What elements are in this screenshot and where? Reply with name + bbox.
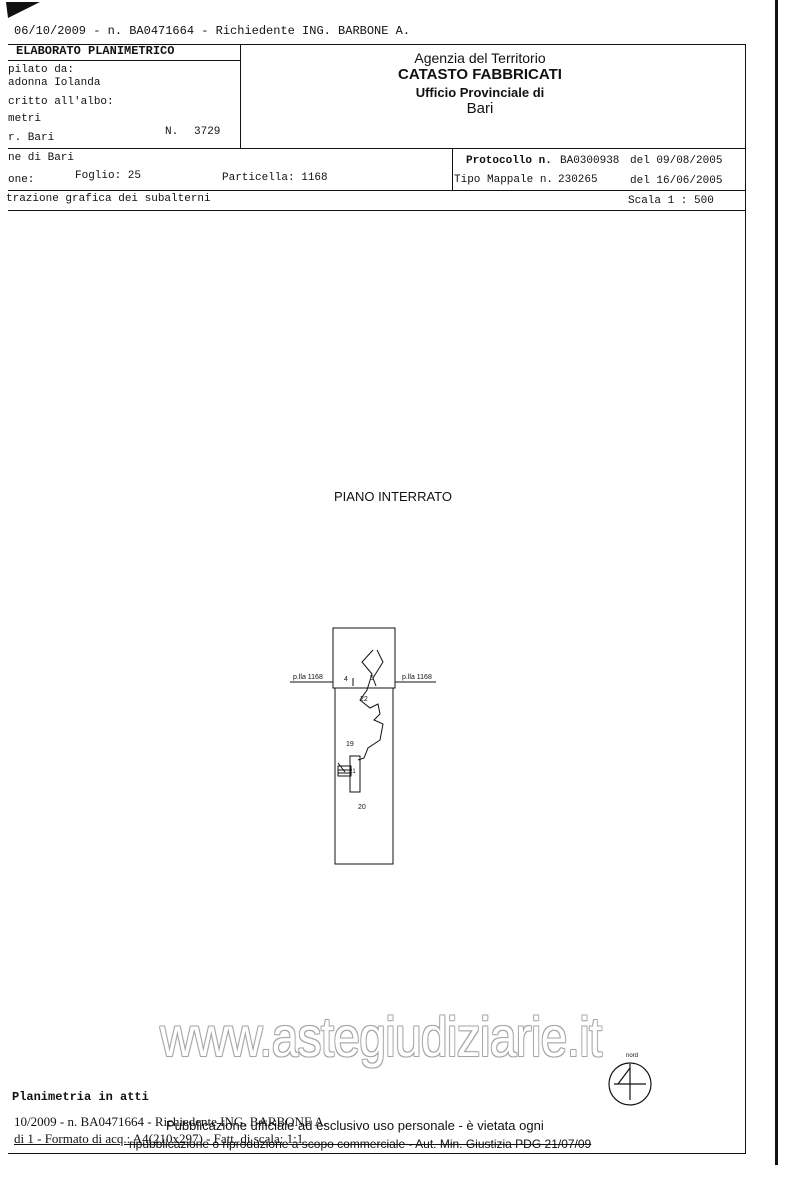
frame-row-3 bbox=[8, 210, 746, 211]
left-box-right-border bbox=[240, 44, 241, 148]
mappale-date: del 16/06/2005 bbox=[630, 175, 723, 187]
left-box-title-underline bbox=[8, 60, 240, 61]
protocollo-value: BA0300938 bbox=[560, 155, 620, 167]
scale-description: trazione grafica dei subalterni bbox=[6, 193, 211, 205]
plan-number-5: 5 bbox=[370, 675, 374, 682]
agency-line2: CATASTO FABBRICATI bbox=[398, 66, 562, 83]
plan-number-19: 19 bbox=[346, 741, 354, 748]
frame-bottom bbox=[8, 1153, 746, 1154]
plan-label-left: p.lla 1168 bbox=[293, 674, 323, 681]
agency-line4: Bari bbox=[466, 100, 494, 117]
agency-line1: Agenzia del Territorio bbox=[414, 50, 546, 66]
watermark: www.astegiudiziarie.it bbox=[160, 1005, 602, 1068]
unit-21 bbox=[349, 755, 361, 793]
box-title: ELABORATO PLANIMETRICO bbox=[16, 44, 175, 58]
mappale-value: 230265 bbox=[558, 174, 598, 186]
header-line: 06/10/2009 - n. BA0471664 - Richiedente … bbox=[14, 24, 411, 38]
register-label: critto all'albo: bbox=[8, 96, 114, 108]
scan-corner-mark bbox=[6, 2, 40, 18]
plan-title: PIANO INTERRATO bbox=[334, 489, 452, 504]
sezione-label: one: bbox=[8, 174, 35, 186]
plan-outline-upper bbox=[332, 627, 396, 689]
footer-line2-left: di 1 - Formato di acq.: A4(210x297) - Fa… bbox=[14, 1131, 304, 1146]
plan-number-4: 4 bbox=[344, 676, 348, 683]
unit-boundary-19 bbox=[372, 649, 384, 687]
north-label: nord bbox=[626, 1053, 639, 1059]
frame-top bbox=[8, 44, 746, 45]
plan-number-21: 21 bbox=[349, 769, 356, 775]
plan-outline-lower bbox=[334, 687, 394, 865]
footer-line1-left: 10/2009 - n. BA0471664 - Richiedente ING… bbox=[14, 1114, 328, 1129]
compiled-label: pilato da: bbox=[8, 64, 75, 76]
frame-right bbox=[745, 44, 746, 1154]
compiled-name: adonna Iolanda bbox=[8, 77, 101, 89]
info-divider bbox=[452, 148, 453, 190]
particella: Particella: 1168 bbox=[222, 172, 328, 184]
footer-line1-overlay: Pubblicazione ufficiale ad esclusivo uso… bbox=[166, 1118, 544, 1133]
floor-plan: p.lla 1168 p.lla 1168 4 5 22 19 21 20 bbox=[290, 627, 436, 865]
unit-boundary-22 bbox=[357, 649, 384, 761]
province: r. Bari bbox=[8, 132, 55, 144]
agency-block: Agenzia del Territorio CATASTO FABBRICAT… bbox=[360, 50, 600, 117]
stair-box bbox=[337, 765, 352, 777]
register-value: metri bbox=[8, 113, 42, 125]
scale-value: Scala 1 : 500 bbox=[628, 195, 714, 207]
mappale-label: Tipo Mappale n. bbox=[454, 174, 554, 186]
plan-label-right: p.lla 1168 bbox=[402, 674, 432, 681]
stair-diagonal bbox=[337, 762, 346, 773]
protocollo-date: del 09/08/2005 bbox=[630, 155, 723, 167]
protocollo-label: Protocollo n. bbox=[466, 155, 552, 167]
plan-number-22: 22 bbox=[360, 696, 368, 703]
north-arrow-icon bbox=[608, 1062, 652, 1106]
number-value: 3729 bbox=[194, 126, 221, 138]
number-label: N. bbox=[165, 126, 179, 138]
agency-line3: Ufficio Provinciale di bbox=[415, 85, 545, 100]
footer-planimetria: Planimetria in atti bbox=[12, 1090, 149, 1104]
frame-row-2 bbox=[8, 190, 746, 191]
plan-number-20: 20 bbox=[358, 804, 366, 811]
comune: ne di Bari bbox=[8, 152, 75, 164]
footer-line2-overlay: ripubblicazione o riproduzione a scopo c… bbox=[129, 1137, 592, 1151]
foglio: Foglio: 25 bbox=[75, 170, 142, 182]
frame-row-1 bbox=[8, 148, 746, 149]
scan-edge-mark bbox=[775, 0, 778, 1165]
